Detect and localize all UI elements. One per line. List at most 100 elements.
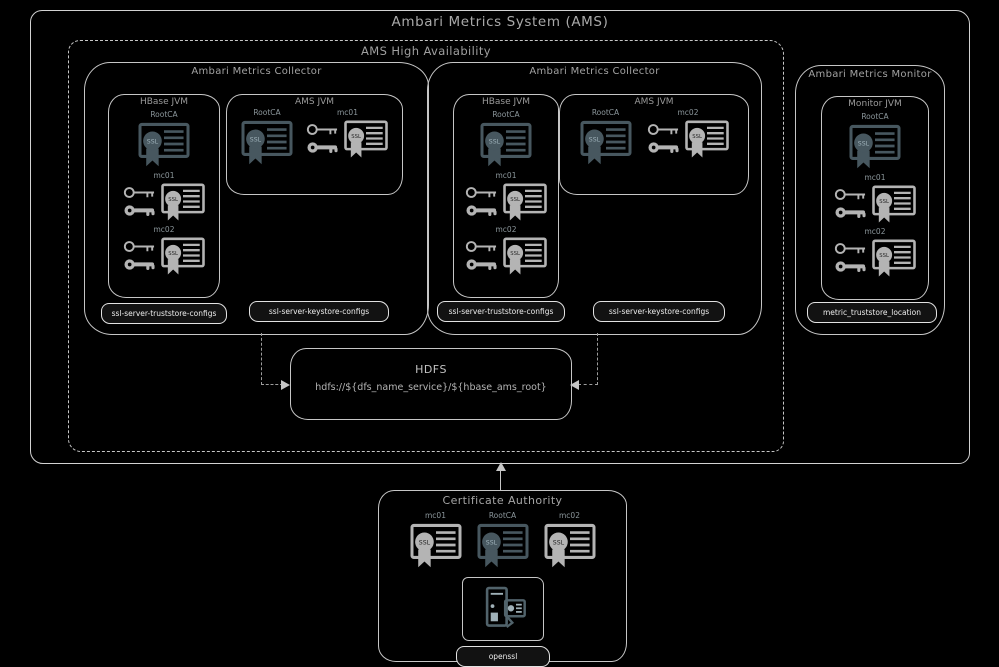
- rootca-cert-group: RootCA: [479, 110, 533, 168]
- certificate-icon: [871, 183, 917, 224]
- mc02-keypair-group: mc02: [834, 227, 917, 278]
- mc02-keypair-group: mc02: [123, 225, 206, 276]
- collector-1-hdfs-connector: [261, 384, 283, 385]
- monitor-title: Ambari Metrics Monitor: [808, 69, 932, 80]
- key-icon: [647, 140, 681, 155]
- mc02-keypair-group: mc02: [465, 225, 548, 276]
- hdfs-title: HDFS: [415, 363, 447, 376]
- jvm-label: HBase JVM: [481, 97, 531, 107]
- truststore-config-chip: ssl-server-truststore-configs: [101, 303, 227, 324]
- collector-1-hbase-jvm-box: HBase JVM RootCA mc01 mc02: [108, 94, 220, 298]
- key-icon: [465, 239, 499, 254]
- mc01-keypair-group: mc01: [834, 173, 917, 224]
- cert-label: mc02: [559, 511, 580, 520]
- rootca-cert-group: RootCA: [476, 511, 530, 569]
- certificate-icon: [579, 118, 633, 166]
- collector-2-ams-jvm-box: AMS JVM RootCA mc02: [559, 94, 749, 195]
- certificate-icon: [137, 120, 191, 168]
- certificate-authority-title: Certificate Authority: [442, 494, 563, 507]
- monitor-box: Ambari Metrics Monitor Monitor JVM RootC…: [795, 65, 945, 335]
- collector-2-hdfs-connector: [597, 333, 598, 385]
- jvm-label: Monitor JVM: [848, 99, 902, 109]
- certificate-icon: [684, 118, 730, 159]
- certificate-icon: [476, 521, 530, 569]
- key-icon: [647, 122, 681, 137]
- cert-label: RootCA: [591, 108, 620, 117]
- cert-label: RootCA: [253, 108, 281, 117]
- cert-label: mc01: [495, 171, 517, 180]
- key-icon: [834, 241, 868, 256]
- rootca-cert-group: RootCA: [579, 108, 633, 166]
- rootca-cert-group: RootCA: [137, 110, 191, 168]
- certificate-icon: [409, 521, 463, 569]
- mc01-keypair-group: mc01: [465, 171, 548, 222]
- mc02-keypair-group: mc02: [647, 108, 730, 166]
- arrow-right-icon: [281, 380, 290, 390]
- cert-label: RootCA: [488, 511, 517, 520]
- rootca-cert-group: RootCA: [240, 108, 294, 166]
- certificate-icon: [502, 235, 548, 276]
- cert-label: RootCA: [150, 110, 178, 119]
- cert-label: mc01: [153, 171, 175, 180]
- certificate-icon: [871, 237, 917, 278]
- key-icon: [465, 257, 499, 272]
- ca-ams-connector: [500, 471, 501, 490]
- mc01-cert-group: mc01: [409, 511, 463, 569]
- certificate-icon: [848, 122, 902, 170]
- jvm-label: HBase JVM: [139, 97, 189, 107]
- mc01-keypair-group: mc01: [306, 108, 389, 166]
- certificate-icon: [160, 181, 206, 222]
- key-icon: [123, 203, 157, 218]
- collector-2-hbase-jvm-box: HBase JVM RootCA mc01 mc02: [453, 94, 559, 298]
- certificate-icon: [502, 181, 548, 222]
- key-icon: [834, 187, 868, 202]
- ha-region-box: AMS High Availability: [68, 40, 784, 452]
- arrow-up-icon: [496, 462, 506, 471]
- key-icon: [834, 205, 868, 220]
- certificate-icon: [343, 118, 389, 159]
- key-icon: [306, 122, 340, 137]
- collector-2-hdfs-connector: [578, 384, 598, 385]
- collector-2-box: Ambari Metrics Collector HBase JVM RootC…: [427, 62, 762, 335]
- key-icon: [834, 259, 868, 274]
- collector-1-hdfs-connector: [261, 333, 262, 385]
- certificate-authority-box: Certificate Authority mc01 RootCA mc02 o…: [378, 490, 627, 667]
- ha-region-title: AMS High Availability: [361, 44, 491, 58]
- keystore-config-chip: ssl-server-keystore-configs: [593, 301, 725, 322]
- cert-label: RootCA: [861, 112, 889, 121]
- key-icon: [123, 239, 157, 254]
- monitor-truststore-chip: metric_truststore_location: [807, 302, 937, 323]
- server-icon: [476, 583, 530, 635]
- rootca-cert-group: RootCA: [848, 112, 902, 170]
- key-icon: [123, 185, 157, 200]
- certificate-icon: [160, 235, 206, 276]
- cert-label: RootCA: [492, 110, 520, 119]
- key-icon: [465, 185, 499, 200]
- collector-1-box: Ambari Metrics Collector HBase JVM RootC…: [84, 62, 429, 335]
- ca-server-box: [461, 577, 544, 641]
- collector-1-title: Ambari Metrics Collector: [191, 66, 322, 77]
- monitor-jvm-box: Monitor JVM RootCA mc01 mc02: [821, 96, 929, 300]
- collector-1-ams-jvm-box: AMS JVM RootCA mc01: [226, 94, 403, 195]
- certificate-icon: [479, 120, 533, 168]
- hdfs-box: HDFS hdfs://${dfs_name_service}/${hbase_…: [290, 348, 572, 420]
- cert-label: mc02: [864, 227, 886, 236]
- jvm-label: AMS JVM: [294, 97, 335, 107]
- cert-label: mc01: [337, 108, 358, 117]
- cert-label: mc01: [425, 511, 446, 520]
- hdfs-path: hdfs://${dfs_name_service}/${hbase_ams_r…: [315, 382, 547, 393]
- key-icon: [306, 140, 340, 155]
- mc02-cert-group: mc02: [543, 511, 597, 569]
- arrow-left-icon: [570, 380, 579, 390]
- key-icon: [123, 257, 157, 272]
- cert-label: mc02: [153, 225, 175, 234]
- jvm-label: AMS JVM: [634, 97, 674, 107]
- ca-tool-chip: openssl: [456, 646, 550, 667]
- mc01-keypair-group: mc01: [123, 171, 206, 222]
- collector-2-title: Ambari Metrics Collector: [529, 66, 660, 77]
- cert-label: mc02: [677, 108, 699, 117]
- cert-label: mc02: [495, 225, 517, 234]
- certificate-icon: [543, 521, 597, 569]
- cert-label: mc01: [864, 173, 886, 182]
